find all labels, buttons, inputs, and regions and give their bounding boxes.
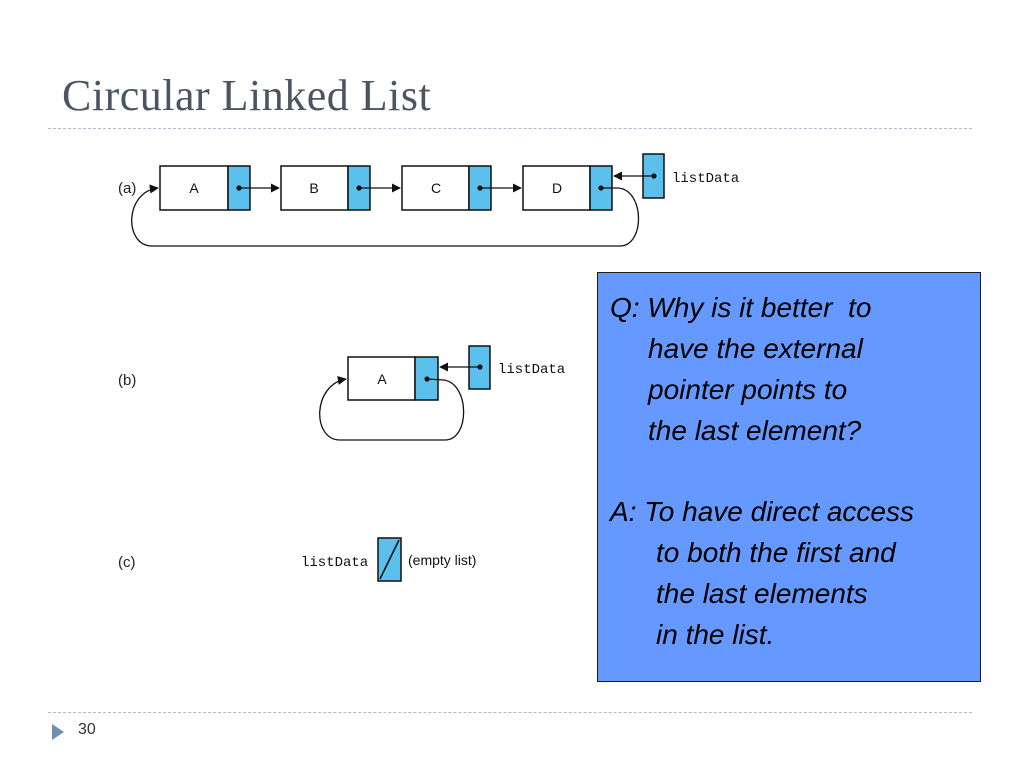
part-a-label: (a)	[118, 180, 136, 197]
node-value: C	[431, 180, 441, 196]
answer-line: to both the first and	[656, 537, 896, 568]
page-number: 30	[78, 721, 96, 738]
node-value: A	[189, 180, 199, 196]
page-title: Circular Linked List	[62, 71, 432, 120]
footer-divider	[48, 712, 972, 713]
answer-line: in the list.	[656, 619, 775, 650]
part-c-label: (c)	[118, 554, 136, 571]
list-node: D	[522, 165, 613, 211]
question-answer-box: Q: Why is it better to have the external…	[597, 272, 981, 682]
list-node: C	[401, 165, 492, 211]
circular-linked-list-diagram: (a) A B C D	[118, 153, 739, 582]
question-line: have the external	[648, 333, 863, 364]
list-node: A	[159, 165, 251, 211]
circular-link-arrow	[131, 184, 640, 247]
pointer-label: listData	[301, 555, 368, 571]
empty-list-note: (empty list)	[408, 552, 476, 568]
pointer-label: listData	[498, 362, 565, 378]
pointer-label: listData	[672, 171, 739, 187]
question-line: the last element?	[648, 415, 862, 446]
part-b-label: (b)	[118, 372, 136, 389]
question-line: pointer points to	[648, 374, 848, 405]
answer-line: the last elements	[656, 578, 868, 609]
list-node: B	[280, 165, 371, 211]
title-divider	[48, 128, 972, 129]
diagram-part-c: (c) listData (empty list)	[118, 537, 476, 582]
diagram-part-a: (a) A B C D	[118, 153, 739, 247]
node-value: B	[309, 180, 318, 196]
triangle-bullet-icon	[52, 724, 64, 740]
question-line: Q: Why is it better to	[610, 292, 872, 323]
circular-link-arrow	[319, 375, 465, 441]
node-value: A	[377, 371, 387, 387]
diagram-part-b: (b) A listData	[118, 345, 565, 441]
answer-line: A: To have direct access	[610, 496, 915, 527]
list-node: A	[347, 356, 439, 401]
qa-spacer	[610, 451, 980, 491]
null-slash	[379, 539, 400, 580]
node-value: D	[552, 180, 562, 196]
